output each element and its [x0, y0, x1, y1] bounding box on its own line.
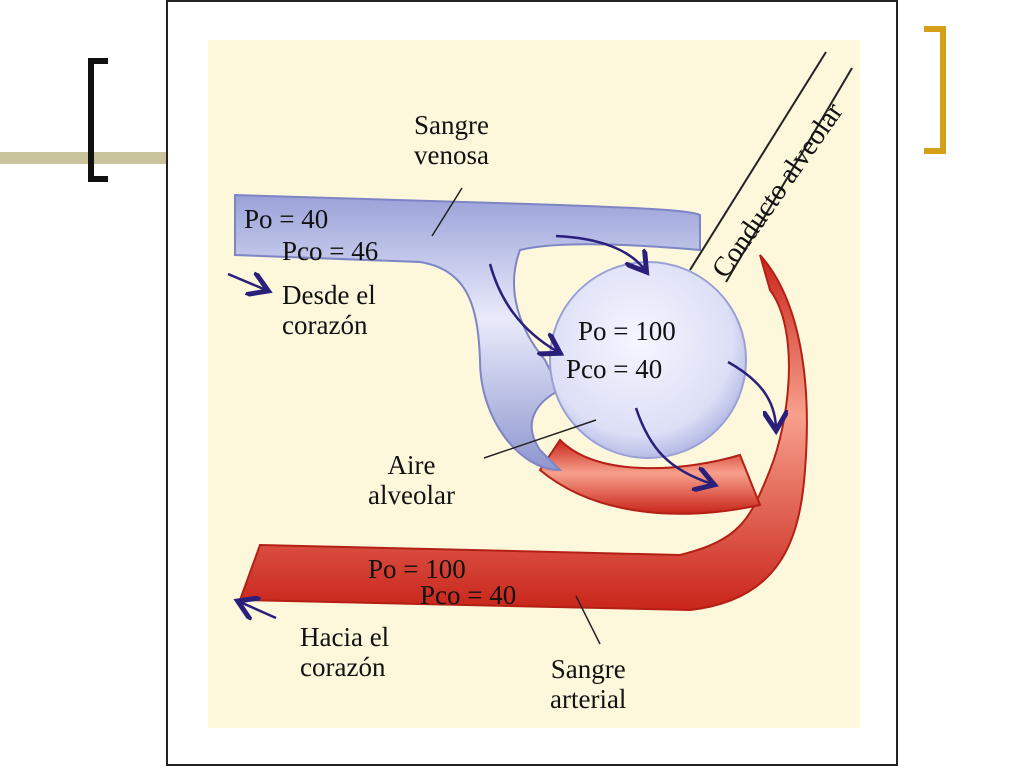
leader-sangre-venosa — [431, 187, 463, 237]
leader-aire-alveolar — [483, 419, 597, 459]
label-arterial-pco2: Pco = 40 — [420, 580, 517, 610]
label-sangre-arterial: Sangre arterial — [550, 654, 627, 714]
label-sangre-venosa: Sangre venosa — [414, 110, 489, 170]
venous-vessel — [234, 193, 701, 472]
decorative-bar — [0, 152, 175, 164]
label-alveolo-po2: Po = 100 — [578, 316, 676, 346]
arterial-branch — [538, 438, 762, 515]
arrow-to-heart — [240, 602, 277, 618]
label-venosa-pco2: Pco = 46 — [282, 236, 379, 266]
left-bracket — [88, 58, 108, 182]
label-hacia-el-corazon: Hacia el corazón — [300, 622, 390, 682]
right-bracket — [924, 26, 946, 154]
label-venosa-po2: Po = 40 — [244, 204, 329, 234]
label-alveolo-pco2: Pco = 40 — [566, 354, 663, 384]
arrow-out-right — [727, 360, 776, 428]
label-arterial-po2: Po = 100 — [368, 554, 466, 584]
alveolar-duct-line-2 — [725, 67, 853, 283]
leader-sangre-arterial — [575, 595, 601, 645]
arrow-out-bottom — [634, 407, 712, 484]
arrow-into-alveolus-top — [555, 234, 645, 270]
alveolar-duct-line-1 — [689, 51, 827, 271]
arrow-into-alveolus-left — [488, 263, 558, 352]
label-aire-alveolar: Aire alveolar — [368, 450, 455, 510]
label-desde-el-corazon: Desde el corazón — [282, 280, 376, 340]
arrow-from-heart — [227, 274, 266, 290]
